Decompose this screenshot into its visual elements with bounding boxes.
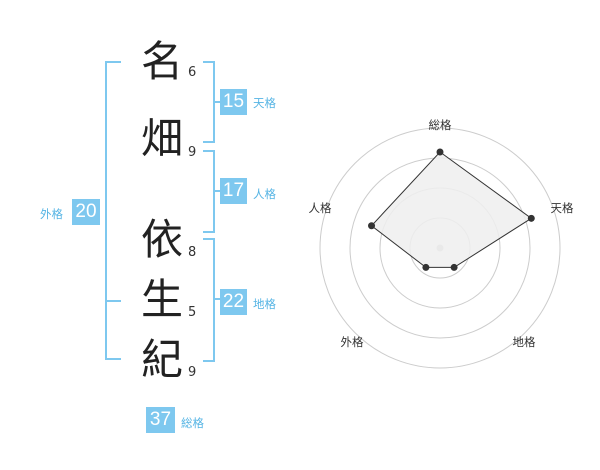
name-char-2: 畑	[140, 114, 183, 163]
gaikaku-bracket-upper	[105, 61, 121, 302]
bracket-tick-chikaku	[213, 298, 220, 300]
chikaku-bracket	[203, 238, 215, 362]
stroke-count-4: 5	[188, 305, 197, 320]
name-char-3: 依	[140, 215, 183, 264]
radar-axis-label-3: 地格	[513, 335, 536, 349]
tenkaku-value: 15	[220, 89, 247, 115]
radar-series-polygon	[370, 151, 533, 268]
gaikaku-value: 20	[72, 199, 100, 225]
stroke-count-2: 9	[188, 145, 197, 160]
radar-axis-label-1: 総格	[429, 118, 452, 132]
stroke-count-3: 8	[188, 245, 197, 260]
radar-axis-label-4: 外格	[341, 335, 364, 349]
bracket-tick-tenkaku	[213, 101, 220, 103]
chikaku-label: 地格	[253, 297, 276, 311]
soukaku-value: 37	[146, 407, 175, 433]
tenkaku-label: 天格	[253, 96, 276, 110]
radar-point-4	[422, 263, 430, 271]
name-char-4: 生	[140, 275, 183, 324]
radar-point-5	[368, 222, 376, 230]
radar-axis-label-5: 人格	[309, 201, 332, 215]
jinkaku-value: 17	[220, 178, 247, 204]
gaikaku-bracket-lower	[105, 298, 121, 360]
radar-grid-ring-4	[319, 127, 561, 369]
radar-axis-label-2: 天格	[551, 201, 574, 215]
radar-point-1	[436, 148, 444, 156]
stroke-count-1: 6	[188, 65, 197, 80]
jinkaku-label: 人格	[253, 187, 276, 201]
radar-point-3	[450, 263, 458, 271]
bracket-tick-jinkaku	[213, 190, 220, 192]
gaikaku-label: 外格	[40, 207, 63, 221]
radar-point-2	[527, 214, 535, 222]
soukaku-label: 総格	[181, 416, 204, 430]
name-char-1: 名	[140, 37, 183, 86]
stroke-count-5: 9	[188, 365, 197, 380]
name-char-5: 紀	[140, 335, 183, 384]
chikaku-value: 22	[220, 289, 247, 315]
